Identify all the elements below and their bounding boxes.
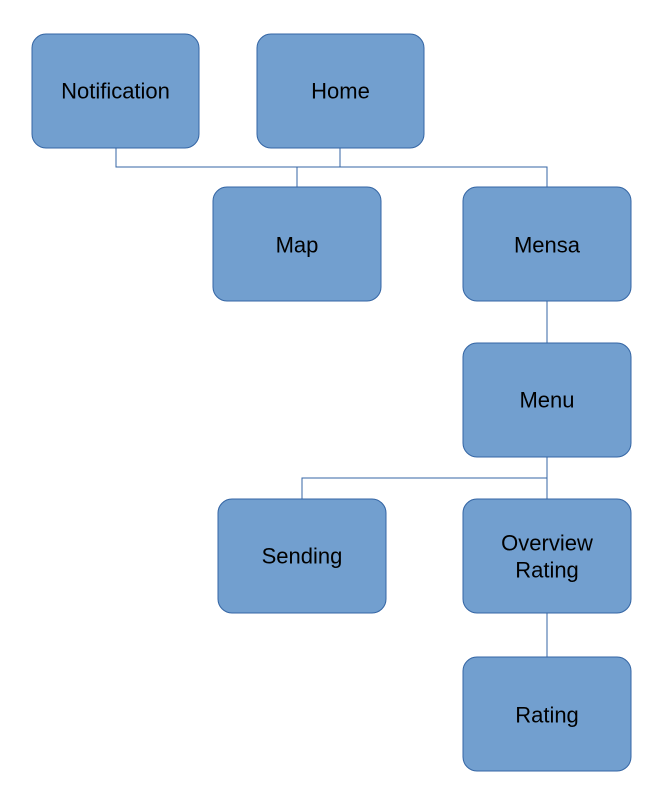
connector-menu-sending (301, 457, 548, 499)
node-menu[interactable]: Menu (462, 342, 632, 458)
node-box (462, 498, 632, 614)
node-label: Rating (515, 703, 579, 728)
connector-home-mensa (339, 148, 548, 187)
node-label-line-1: Overview (501, 531, 593, 556)
connectors (115, 148, 548, 657)
node-box (217, 498, 387, 614)
node-sending[interactable]: Sending (217, 498, 387, 614)
node-label: Notification (61, 79, 170, 104)
node-box (462, 342, 632, 458)
node-box (31, 33, 200, 149)
node-box (462, 656, 632, 772)
node-notification[interactable]: Notification (31, 33, 200, 149)
node-box (256, 33, 425, 149)
node-label: Sending (262, 544, 343, 569)
node-overview-rating[interactable]: Overview Rating (462, 498, 632, 614)
node-label: Mensa (514, 233, 581, 258)
node-label: Menu (519, 388, 574, 413)
node-label-line-2: Rating (515, 558, 579, 583)
node-map[interactable]: Map (212, 186, 382, 302)
node-mensa[interactable]: Mensa (462, 186, 632, 302)
node-label: Home (311, 79, 370, 104)
node-rating[interactable]: Rating (462, 656, 632, 772)
connector-notification-map (115, 148, 298, 187)
node-label: Map (276, 233, 319, 258)
node-box (462, 186, 632, 302)
node-home[interactable]: Home (256, 33, 425, 149)
connector-home-map (296, 148, 341, 187)
node-box (212, 186, 382, 302)
